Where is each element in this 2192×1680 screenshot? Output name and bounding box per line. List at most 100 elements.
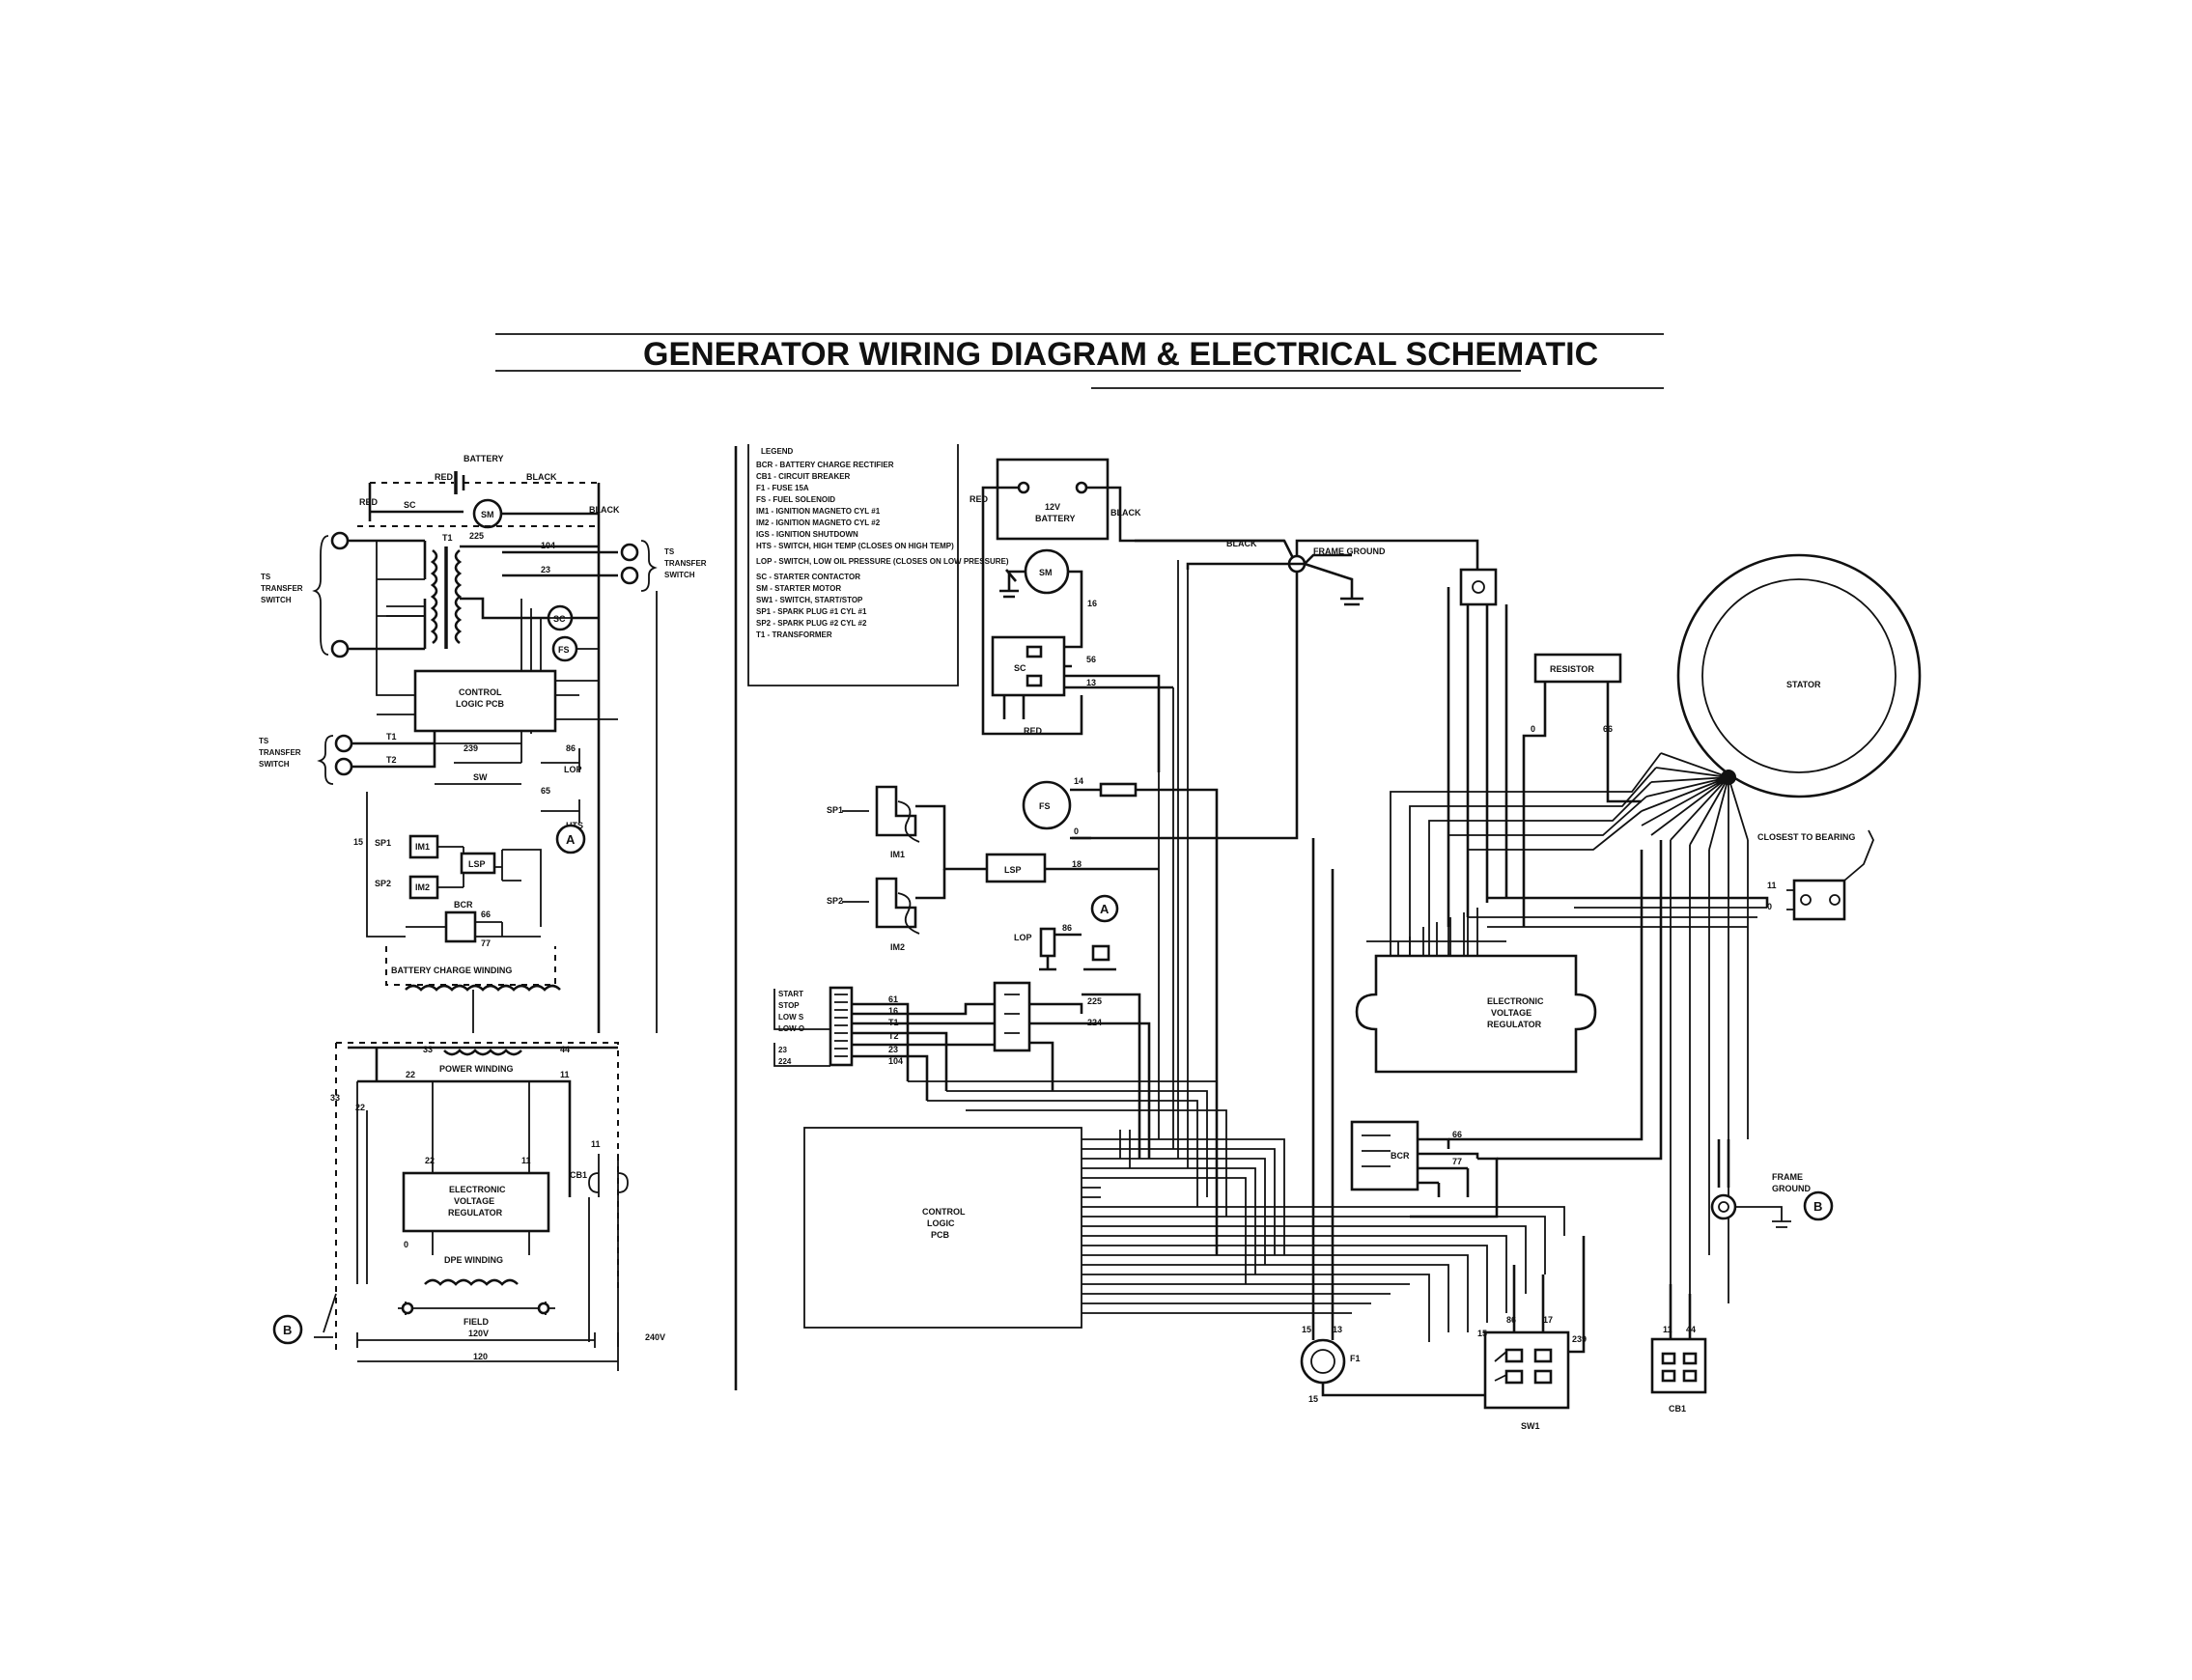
transformer-t1-right xyxy=(993,981,1031,1052)
svg-text:86: 86 xyxy=(566,743,576,753)
v240-label: 240V xyxy=(645,1332,665,1342)
fs-label-right: FS xyxy=(1039,801,1051,811)
right-wiring: 12V BATTERY RED RED BLACK BLACK FRAME GR… xyxy=(773,458,1922,1431)
ts3-line3: SWITCH xyxy=(259,760,290,769)
svg-text:22: 22 xyxy=(406,1070,415,1079)
svg-text:15: 15 xyxy=(1302,1325,1311,1334)
svg-text:86: 86 xyxy=(1506,1315,1516,1325)
bcr-label-left: BCR xyxy=(454,900,473,910)
sp1-label-right: SP1 xyxy=(827,805,843,815)
lsp-left xyxy=(460,852,496,875)
ts3-line2: TRANSFER xyxy=(259,748,301,757)
svg-text:22: 22 xyxy=(425,1156,435,1165)
sm-label: SM xyxy=(481,510,494,519)
im1-label-right: IM1 xyxy=(890,850,905,859)
ts2-lamp-b xyxy=(620,566,639,585)
svg-text:66: 66 xyxy=(481,910,491,919)
term-label-5: 224 xyxy=(778,1057,792,1066)
callout-b-right xyxy=(1803,1190,1834,1221)
black-label-top: BLACK xyxy=(526,472,557,482)
svg-text:15: 15 xyxy=(1308,1394,1318,1404)
fuse-f1 xyxy=(1300,1338,1346,1385)
sc-label: SC xyxy=(404,500,416,510)
battery-12v xyxy=(996,458,1110,541)
left-schematic: BATTERY RED BLACK BLACK RED SC SM TS TRA… xyxy=(259,454,707,1371)
ts2-lamp-a xyxy=(620,543,639,562)
control-logic-pcb-right xyxy=(803,1127,1082,1329)
lop-label-right: LOP xyxy=(1014,933,1032,942)
ts2-line2: TRANSFER xyxy=(664,559,707,568)
term-label-2: LOW S xyxy=(778,1013,804,1022)
cb1-right xyxy=(1792,879,1846,921)
svg-text:11: 11 xyxy=(521,1156,531,1165)
f1-label: F1 xyxy=(1350,1354,1361,1363)
ts2-line1: TS xyxy=(664,547,675,556)
svg-text:11: 11 xyxy=(591,1139,601,1149)
ts1-line3: SWITCH xyxy=(261,596,292,604)
svg-text:17: 17 xyxy=(1543,1315,1553,1325)
svg-text:RED: RED xyxy=(1024,726,1043,736)
legend-item-8: LOP - SWITCH, LOW OIL PRESSURE (CLOSES O… xyxy=(756,557,1009,566)
lop-label-left: LOP xyxy=(564,765,582,774)
evr-left xyxy=(402,1171,550,1233)
term-label-0: START xyxy=(778,990,803,998)
svg-text:224: 224 xyxy=(1087,1018,1102,1027)
callout-a-left xyxy=(555,824,586,854)
svg-text:22: 22 xyxy=(355,1103,365,1112)
fs-solenoid xyxy=(1022,780,1072,830)
svg-text:11: 11 xyxy=(1663,1325,1672,1334)
svg-text:66: 66 xyxy=(1452,1130,1462,1139)
svg-text:11: 11 xyxy=(560,1070,570,1079)
svg-text:239: 239 xyxy=(1572,1334,1587,1344)
stator-label: STATOR xyxy=(1786,680,1821,689)
svg-text:44: 44 xyxy=(1686,1325,1696,1334)
frame-ground-terminal xyxy=(1710,1193,1737,1220)
evr-left-line1: ELECTRONIC xyxy=(449,1185,506,1194)
svg-text:23: 23 xyxy=(888,1045,898,1054)
legend-item-6: IGS - IGNITION SHUTDOWN xyxy=(756,530,858,539)
bcr-left xyxy=(444,910,477,943)
transformer-t1: T1 225 xyxy=(423,531,484,649)
svg-text:IM2: IM2 xyxy=(415,882,430,892)
legend-item-0: BCR - BATTERY CHARGE RECTIFIER xyxy=(756,461,894,469)
resistor-label: RESISTOR xyxy=(1550,664,1594,674)
ts3-line1: TS xyxy=(259,737,269,745)
evr-left-line3: REGULATOR xyxy=(448,1208,503,1218)
svg-text:11: 11 xyxy=(1767,881,1777,890)
callout-a-right-label: A xyxy=(1100,902,1110,916)
frame-ground-2-line1: FRAME xyxy=(1772,1172,1803,1182)
sp2-label-right: SP2 xyxy=(827,896,843,906)
legend-item-14: T1 - TRANSFORMER xyxy=(756,630,832,639)
svg-text:T1: T1 xyxy=(888,1018,899,1027)
cb1-label-left: CB1 xyxy=(570,1170,587,1180)
ts3-lamp-a xyxy=(334,734,353,753)
svg-text:33: 33 xyxy=(423,1045,433,1054)
sw1-switch xyxy=(1483,1330,1570,1410)
svg-text:65: 65 xyxy=(541,786,550,796)
svg-text:33: 33 xyxy=(330,1093,340,1103)
ts1-line2: TRANSFER xyxy=(261,584,303,593)
legend-item-13: SP2 - SPARK PLUG #2 CYL #2 xyxy=(756,619,867,628)
battery-12v-line2: BATTERY xyxy=(1035,514,1076,523)
resistor xyxy=(1533,653,1622,684)
cb1-label-right: CB1 xyxy=(1669,1404,1686,1414)
black-label-frame: BLACK xyxy=(1226,539,1257,548)
svg-text:13: 13 xyxy=(1086,678,1096,687)
svg-text:SW: SW xyxy=(473,772,488,782)
pcb-left-line1: CONTROL xyxy=(459,687,502,697)
field-label: FIELD xyxy=(464,1317,489,1327)
svg-text:14: 14 xyxy=(1074,776,1083,786)
svg-text:T2: T2 xyxy=(386,755,397,765)
svg-text:0: 0 xyxy=(1074,826,1079,836)
svg-text:44: 44 xyxy=(560,1045,570,1054)
pcb-right-line2: LOGIC xyxy=(927,1218,955,1228)
legend-heading: LEGEND xyxy=(761,447,794,456)
svg-text:T2: T2 xyxy=(888,1031,899,1041)
red-label-batt: RED xyxy=(970,494,989,504)
v120b-label: 120 xyxy=(473,1352,488,1361)
sc-label-right: SC xyxy=(1014,663,1026,673)
legend-item-4: IM1 - IGNITION MAGNETO CYL #1 xyxy=(756,507,881,516)
fs-label-left: FS xyxy=(558,645,570,655)
ts1-lamp-b xyxy=(330,639,350,658)
callout-a-right xyxy=(1090,894,1119,923)
